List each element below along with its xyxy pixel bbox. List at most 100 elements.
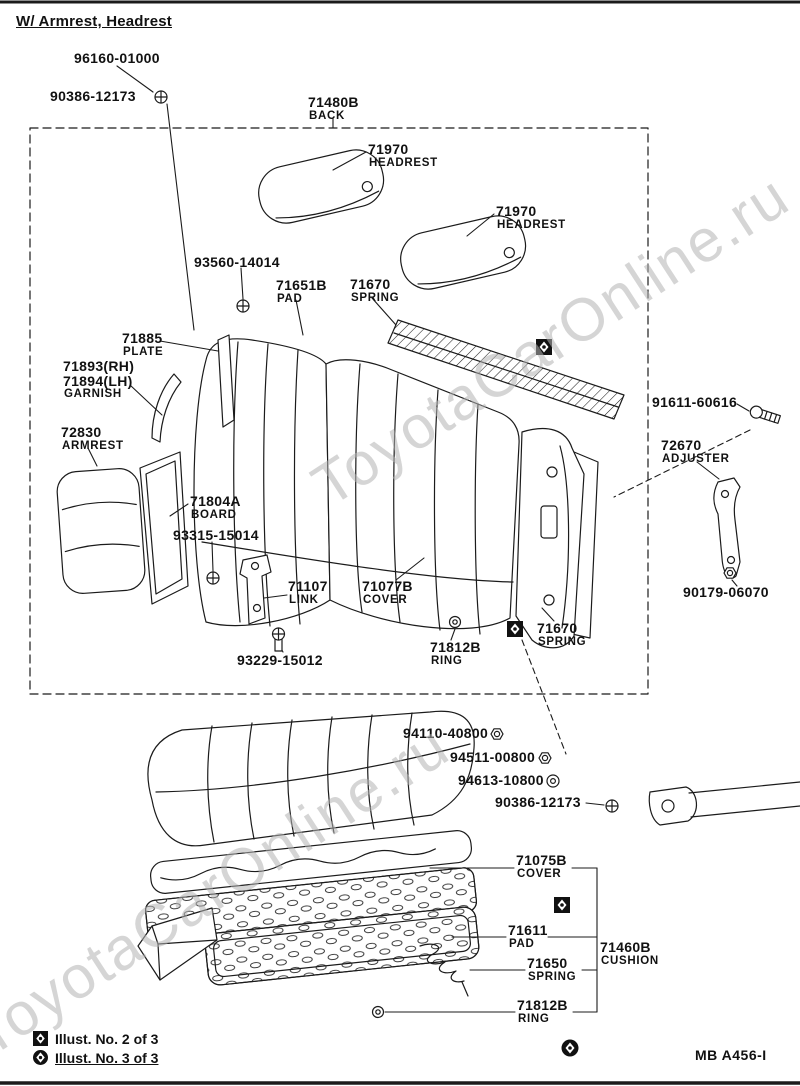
part-number: 90386-12173 xyxy=(495,794,581,810)
illust-2-legend-icon xyxy=(33,1031,48,1046)
part-name: SPRING xyxy=(351,291,400,304)
bolt-art xyxy=(749,405,781,424)
screw-icon xyxy=(605,799,619,813)
wedge-art xyxy=(137,907,218,981)
part-label-93315-15014: 93315-15014 xyxy=(173,528,259,543)
part-label-94110-40800: 94110-40800 xyxy=(403,726,488,741)
part-name: HEADREST xyxy=(369,156,438,169)
part-number: 71812B xyxy=(517,997,568,1013)
coil-spring-art xyxy=(419,943,469,997)
illust-3-legend-icon xyxy=(33,1050,48,1065)
garnish-plate-art xyxy=(151,334,235,443)
seat-frame-art xyxy=(515,427,599,649)
bolt-icon xyxy=(271,627,286,652)
nut-icon xyxy=(538,752,552,764)
illust-3-marker-icon xyxy=(560,1038,580,1058)
part-number: 71804A xyxy=(190,493,241,509)
ring-icon xyxy=(448,615,462,629)
part-name: RING xyxy=(518,1012,550,1025)
part-number: 93560-14014 xyxy=(194,254,280,270)
part-name: SPRING xyxy=(528,970,577,983)
washer-icon xyxy=(546,774,560,788)
part-number: 72830 xyxy=(61,424,102,440)
part-number: 71670 xyxy=(537,620,578,636)
part-number: 71651B xyxy=(276,277,327,293)
part-number: 71075B xyxy=(516,852,567,868)
part-label-96160-01000: 96160-01000 xyxy=(74,51,160,66)
part-label-91611-60616: 91611-60616 xyxy=(652,395,737,410)
fasteners xyxy=(154,90,737,1019)
part-number: 71480B xyxy=(308,94,359,110)
part-number: 71970 xyxy=(368,141,409,157)
spring-bar-art xyxy=(387,319,625,420)
part-label-93560-14014: 93560-14014 xyxy=(194,255,280,270)
dashed-leaders xyxy=(521,429,751,755)
part-number: 71460B xyxy=(600,939,651,955)
part-number: 93229-15012 xyxy=(237,652,323,668)
rod-bracket-art xyxy=(648,781,800,826)
part-number: 71650 xyxy=(527,955,568,971)
part-name: RING xyxy=(431,654,463,667)
part-label-90386-12173-2: 90386-12173 xyxy=(495,795,581,810)
part-number: 71893(RH) xyxy=(63,358,135,374)
dashed-boundary xyxy=(29,127,649,695)
part-number: 94110-40800 xyxy=(403,725,489,741)
illust-legend: Illust. No. 2 of 3 Illust. No. 3 of 3 xyxy=(33,1029,158,1067)
part-number: 71812B xyxy=(430,639,481,655)
part-name: HEADREST xyxy=(497,218,566,231)
part-name: GARNISH xyxy=(64,388,122,401)
part-name: LINK xyxy=(289,593,319,606)
part-name: ARMREST xyxy=(62,439,124,452)
legend-row: Illust. No. 2 of 3 xyxy=(33,1029,158,1048)
part-number: 72670 xyxy=(661,437,702,453)
part-label-71893-71894: 71893(RH)71894(LH)GARNISH xyxy=(63,358,135,401)
doc-code: MB A456-I xyxy=(695,1047,767,1063)
legend-label: Illust. No. 2 of 3 xyxy=(55,1030,159,1047)
part-number: 94613-10800 xyxy=(458,772,544,788)
part-number: 71611 xyxy=(508,922,548,938)
illust-2-marker-icon xyxy=(506,620,524,638)
part-name: ADJUSTER xyxy=(662,452,730,465)
cushion-art xyxy=(147,710,475,847)
part-name: COVER xyxy=(363,593,408,606)
part-name: CUSHION xyxy=(601,954,659,967)
part-name: PLATE xyxy=(123,345,164,358)
part-label-90386-12173: 90386-12173 xyxy=(50,89,136,104)
part-label-94511-00800: 94511-00800 xyxy=(450,750,535,765)
screw-icon xyxy=(154,90,168,104)
part-number: 71885 xyxy=(122,330,163,346)
adjuster-art xyxy=(713,477,741,579)
part-name: PAD xyxy=(277,292,303,305)
part-number: 90179-06070 xyxy=(683,584,769,600)
armrest-art xyxy=(56,451,189,605)
part-name: COVER xyxy=(517,867,562,880)
part-number: 90386-12173 xyxy=(50,88,136,104)
screw-icon xyxy=(236,299,250,313)
leader-lines xyxy=(87,65,750,1013)
nut-icon xyxy=(490,728,504,740)
part-number: 71107 xyxy=(288,578,328,594)
ring-icon xyxy=(371,1005,385,1019)
screw-icon xyxy=(206,571,220,585)
illust-2-marker-icon xyxy=(553,896,571,914)
part-number: 93315-15014 xyxy=(173,527,259,543)
cushion-layers-art xyxy=(144,830,480,986)
nut-icon xyxy=(723,567,737,579)
